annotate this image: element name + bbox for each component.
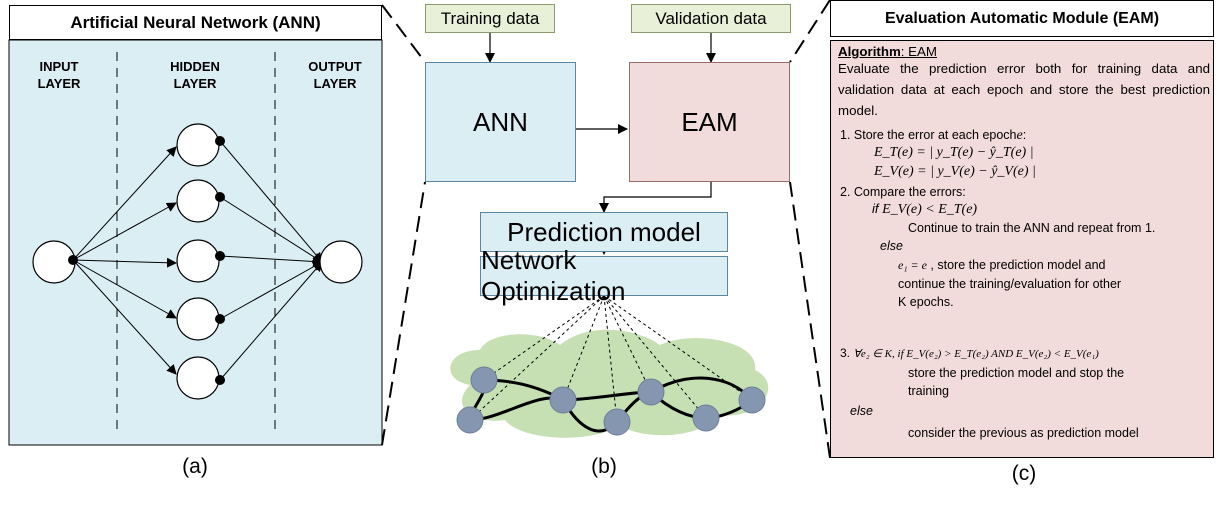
algorithm-heading: Algorithm: EAM <box>838 41 1210 62</box>
network-optimization-box: Network Optimization <box>480 245 728 306</box>
algorithm-description: Evaluate the prediction error both for t… <box>838 61 1210 118</box>
eam-title: Evaluation Automatic Module (EAM) <box>830 0 1214 37</box>
hidden-layer-label: HIDDEN LAYER <box>170 59 220 91</box>
network-cloud <box>450 329 769 438</box>
caption-a: (a) <box>182 455 208 478</box>
ann-connections <box>72 140 323 381</box>
hidden-neuron <box>176 239 220 283</box>
network-nodes <box>456 366 766 436</box>
ann-title: Artificial Neural Network (ANN) <box>9 5 382 40</box>
validation-data-box: Validation data <box>631 4 791 33</box>
step-1: 1. Store the error at each epoche: <box>840 128 1027 143</box>
continue-2: continue the training/evaluation for oth… <box>898 277 1122 291</box>
step-1-var: e <box>1016 128 1023 143</box>
caption-c: (c) <box>1011 462 1037 485</box>
zoom-line <box>381 181 426 446</box>
condition-3: ∀e₂ ∈ K, if E_V(e₂) > E_T(e₂) AND E_V(e₂… <box>853 348 1099 360</box>
training-word: training <box>908 384 949 398</box>
store-stop: store the prediction model and stop the <box>908 366 1125 380</box>
zoom-line <box>789 181 831 459</box>
condition-2: E_V(e) < E_T(e) <box>882 202 978 217</box>
hidden-neuron <box>176 179 220 223</box>
output-layer-label: OUTPUT LAYER <box>308 59 362 91</box>
eam-algorithm-panel <box>830 40 1214 458</box>
step-3: 3. ∀e₂ ∈ K, if E_V(e₂) > E_T(e₂) AND E_V… <box>840 346 1099 360</box>
assign-expr: e₁ = e <box>898 258 927 272</box>
algorithm-label: Algorithm <box>838 44 901 59</box>
assign-line: e₁ = e , store the prediction model and <box>898 257 1106 274</box>
equation-1: E_T(e) = | y_T(e) − ŷ_T(e) | <box>874 145 1034 160</box>
step-3-prefix: 3. <box>840 346 851 360</box>
algorithm-name: : EAM <box>900 44 937 59</box>
ann-box: ANN <box>425 62 576 182</box>
zoom-line <box>789 0 831 63</box>
if-condition: if E_V(e) < E_T(e) <box>872 201 977 218</box>
step-2: 2. Compare the errors: <box>840 185 966 199</box>
else-label: else <box>880 239 903 253</box>
input-layer-label: INPUT LAYER <box>37 59 81 91</box>
output-neuron <box>319 240 363 284</box>
else-label-2: else <box>850 404 873 418</box>
zoom-line <box>381 4 426 63</box>
consider-text: consider the previous as prediction mode… <box>908 426 1139 440</box>
hidden-neuron <box>176 297 220 341</box>
k-epochs: K epochs. <box>898 295 954 309</box>
store-text: , store the prediction model and <box>930 258 1106 272</box>
prediction-model-box: Prediction model <box>480 212 728 252</box>
training-data-box: Training data <box>425 4 555 33</box>
caption-b: (b) <box>591 455 617 478</box>
if-label: if <box>872 201 879 216</box>
step-1-text: 1. Store the error at each epoch <box>840 128 1017 142</box>
hidden-neuron <box>176 123 220 167</box>
hidden-neuron <box>176 356 220 400</box>
equation-2: E_V(e) = | y_V(e) − ŷ_V(e) | <box>874 164 1036 179</box>
continue-text: Continue to train the ANN and repeat fro… <box>908 221 1156 235</box>
eam-box: EAM <box>629 62 790 182</box>
